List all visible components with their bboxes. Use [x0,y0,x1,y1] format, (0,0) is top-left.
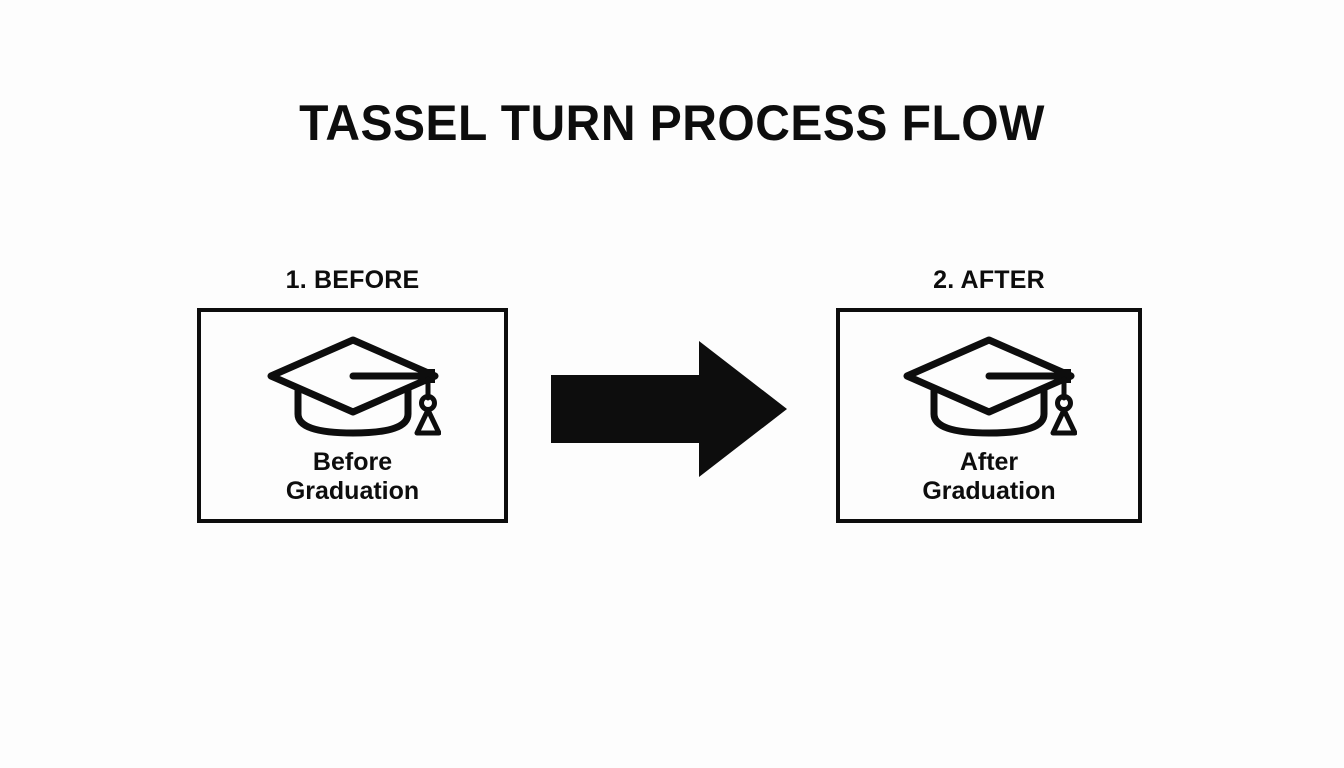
right-arrow-icon [551,341,787,477]
process-step-after[interactable]: 2. AFTER After Graduation [836,268,1142,523]
step-label-before-line2: Graduation [285,477,420,505]
graduation-cap-icon [840,334,1138,438]
step-label-before-line1: Before [312,448,393,476]
step-caption-before: 1. BEFORE [285,266,420,294]
step-label-after-line2: Graduation [922,477,1056,505]
step-box-before[interactable]: Before Graduation [197,308,508,523]
step-box-after[interactable]: After Graduation [836,308,1142,523]
graduation-cap-icon [201,334,504,438]
page-title: TASSEL TURN PROCESS FLOW [299,95,1045,151]
step-label-after-line1: After [959,448,1019,476]
process-step-before[interactable]: 1. BEFORE [197,268,508,523]
step-caption-after: 2. AFTER [933,266,1045,294]
step-label-after: After Graduation [840,448,1138,506]
step-label-before: Before Graduation [201,448,504,506]
